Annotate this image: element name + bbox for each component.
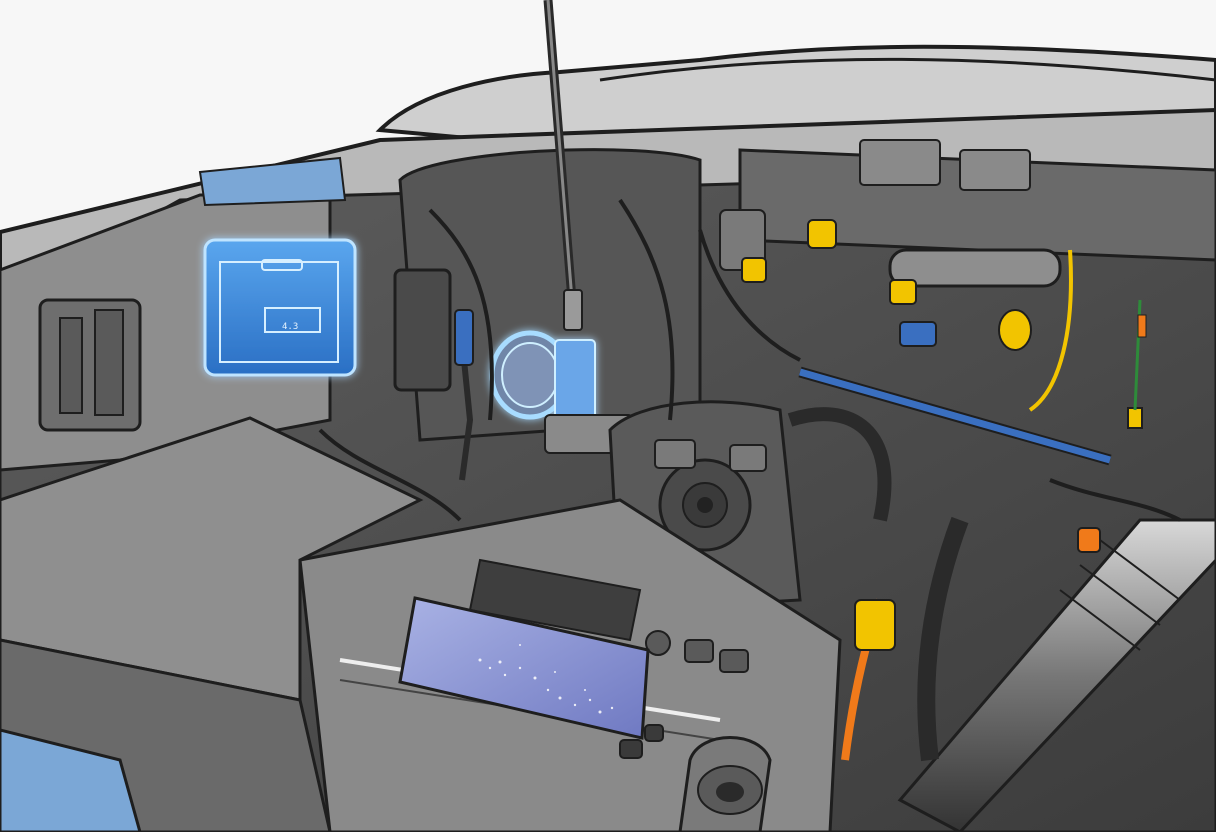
wiring-harness (318, 198, 1181, 522)
right-components (719, 139, 1216, 466)
front-sensor (678, 736, 772, 832)
hologram-label: 4.3 (282, 322, 298, 332)
yellow-cap-1 (807, 219, 837, 249)
left-lower-panel (0, 416, 424, 832)
ecu-box (393, 268, 452, 392)
screen-sparkles (478, 644, 614, 714)
diagnostic-probe (454, 0, 583, 481)
hologram-display (203, 238, 357, 377)
yellow-cap-3 (741, 257, 767, 283)
yellow-cap-2 (889, 279, 917, 305)
orange-cable (841, 527, 1101, 761)
display-screen (398, 596, 650, 740)
center-shroud (398, 148, 702, 442)
intake-pipe (897, 516, 1216, 832)
glowing-sensor (489, 330, 596, 426)
